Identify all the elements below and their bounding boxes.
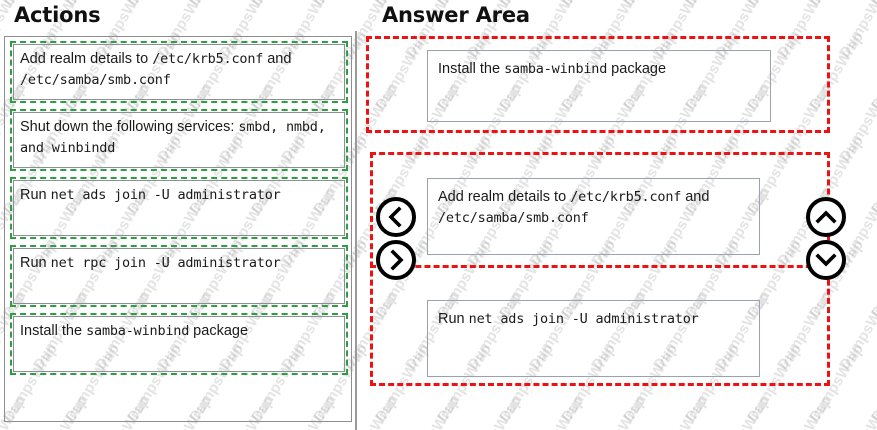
watermark-text: DumpsWrap — [712, 393, 773, 430]
text-fragment: package — [189, 323, 249, 339]
action-item[interactable]: Run net rpc join -U administrator — [10, 245, 348, 307]
code-fragment: /etc/krb5.conf — [570, 189, 682, 205]
watermark-text: DumpsWrap — [836, 81, 877, 166]
action-item-label: Shut down the following services: smbd, … — [12, 111, 346, 159]
watermark-text: DumpsWrap — [526, 393, 587, 430]
watermark-text: DumpsWrap — [248, 0, 309, 9]
code-fragment: /etc/krb5.conf — [152, 51, 264, 67]
action-item[interactable]: Add realm details to /etc/krb5.conf and … — [10, 41, 348, 103]
chevron-up-circle-icon[interactable] — [806, 197, 846, 237]
text-fragment: Run — [20, 187, 51, 203]
code-fragment: /etc/samba/smb.conf — [20, 72, 171, 88]
watermark-text: DumpsWrap — [588, 393, 649, 430]
watermark-text: DumpsWrap — [402, 393, 463, 430]
action-item-label: Install the samba-winbind package — [12, 315, 346, 342]
answer-slot-label: Add realm details to /etc/krb5.conf and … — [428, 179, 759, 229]
watermark-text: DumpsWrap — [744, 0, 805, 9]
answer-drop-region-top[interactable] — [366, 36, 830, 133]
code-fragment: net ads join -U administrator — [50, 187, 281, 203]
code-fragment: samba-winbind — [86, 323, 190, 339]
watermark-text: DumpsWrap — [868, 133, 877, 218]
answer-slot-label: Install the samba-winbind package — [428, 51, 770, 80]
text-fragment: Install the — [438, 61, 505, 77]
actions-panel: Add realm details to /etc/krb5.conf and … — [4, 36, 352, 422]
text-fragment: Add realm details to — [438, 189, 571, 205]
text-fragment: Run — [20, 255, 51, 271]
action-item-label: Run net ads join -U administrator — [12, 179, 346, 206]
action-item-inner-border — [13, 44, 345, 100]
actions-column-heading: Actions — [14, 3, 101, 27]
answer-slot[interactable]: Add realm details to /etc/krb5.conf and … — [427, 178, 760, 255]
code-fragment: net ads join -U administrator — [468, 311, 699, 327]
action-item-label: Add realm details to /etc/krb5.conf and … — [12, 43, 346, 91]
text-fragment: Run — [438, 311, 469, 327]
action-item[interactable]: Install the samba-winbind package — [10, 313, 348, 375]
text-fragment: and — [681, 189, 710, 205]
answer-region-divider — [370, 265, 830, 268]
answer-slot[interactable]: Install the samba-winbind package — [427, 50, 771, 122]
text-fragment: Add realm details to — [20, 51, 153, 67]
code-fragment: /etc/samba/smb.conf — [438, 210, 589, 226]
watermark-text: DumpsWrap — [868, 341, 877, 426]
code-fragment: samba-winbind — [504, 61, 608, 77]
action-item-inner-border — [13, 112, 345, 168]
text-fragment: and — [263, 51, 292, 67]
watermark-text: DumpsWrap — [868, 0, 877, 9]
text-fragment: Install the — [20, 323, 87, 339]
watermark-text: DumpsWrap — [806, 0, 867, 9]
watermark-text: DumpsWrap — [836, 289, 877, 374]
watermark-text: DumpsWrap — [774, 393, 835, 430]
watermark-text: DumpsWrap — [186, 0, 247, 9]
watermark-text: DumpsWrap — [868, 237, 877, 322]
answer-slot-label: Run net ads join -U administrator — [428, 301, 759, 330]
watermark-text: DumpsWrap — [650, 393, 711, 430]
text-fragment: package — [607, 61, 667, 77]
answer-area-heading: Answer Area — [382, 3, 530, 27]
action-item-inner-border — [13, 316, 345, 372]
column-divider — [355, 31, 357, 430]
text-fragment: Shut down the following services: — [20, 119, 239, 135]
chevron-down-circle-icon[interactable] — [806, 240, 846, 280]
watermark-text: DumpsWrap — [868, 29, 877, 114]
action-item[interactable]: Shut down the following services: smbd, … — [10, 109, 348, 171]
watermark-text: DumpsWrap — [464, 393, 525, 430]
watermark-text: DumpsWrap — [310, 0, 371, 9]
watermark-text: DumpsWrap — [558, 0, 619, 9]
watermark-text: DumpsWrap — [620, 0, 681, 9]
action-item-inner-border — [13, 248, 345, 304]
action-item-label: Run net rpc join -U administrator — [12, 247, 346, 274]
answer-slot[interactable]: Run net ads join -U administrator — [427, 300, 760, 377]
action-item[interactable]: Run net ads join -U administrator — [10, 177, 348, 239]
watermark-text: DumpsWrap — [682, 0, 743, 9]
chevron-right-circle-icon[interactable] — [376, 240, 416, 280]
chevron-left-circle-icon[interactable] — [376, 197, 416, 237]
action-item-inner-border — [13, 180, 345, 236]
code-fragment: net rpc join -U administrator — [50, 255, 281, 271]
watermark-text: DumpsWrap — [836, 0, 877, 62]
code-fragment: smbd, nmbd, and winbindd — [20, 119, 326, 156]
watermark-text: DumpsWrap — [836, 393, 877, 430]
watermark-text: DumpsWrap — [124, 0, 185, 9]
